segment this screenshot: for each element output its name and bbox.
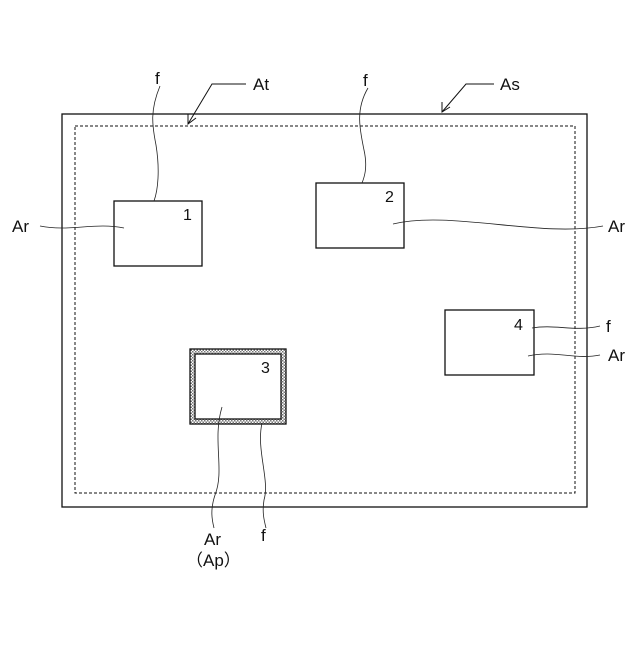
leader-f-region-2 [360, 88, 368, 183]
arrow-as [442, 84, 494, 112]
region-4-number: 4 [514, 317, 523, 334]
region-3-number: 3 [261, 360, 270, 377]
label-as: As [500, 75, 520, 94]
label-f-top-left: f [155, 69, 160, 88]
label-ap-bottom: （Ap） [186, 551, 241, 570]
region-1-number: 1 [183, 207, 192, 224]
label-f-bottom: f [261, 526, 266, 545]
arrow-at [188, 84, 246, 124]
leader-ar-region-2 [393, 220, 603, 229]
leader-ar-region-3 [212, 407, 222, 528]
label-f-top-right: f [363, 71, 368, 90]
label-f-right: f [606, 317, 611, 336]
leader-f-region-3 [260, 423, 266, 528]
label-ar-right-upper: Ar [608, 217, 625, 236]
region-2-number: 2 [385, 189, 394, 206]
label-ar-right-lower: Ar [608, 346, 625, 365]
arrow-at-head [188, 114, 196, 124]
leader-ar-region-1 [40, 226, 124, 228]
leader-ar-region-4 [528, 354, 600, 356]
label-ar-left: Ar [12, 217, 29, 236]
label-at: At [253, 75, 269, 94]
label-ar-bottom: Ar [204, 530, 221, 549]
leader-f-region-4 [532, 326, 600, 328]
leader-f-region-1 [153, 86, 160, 201]
